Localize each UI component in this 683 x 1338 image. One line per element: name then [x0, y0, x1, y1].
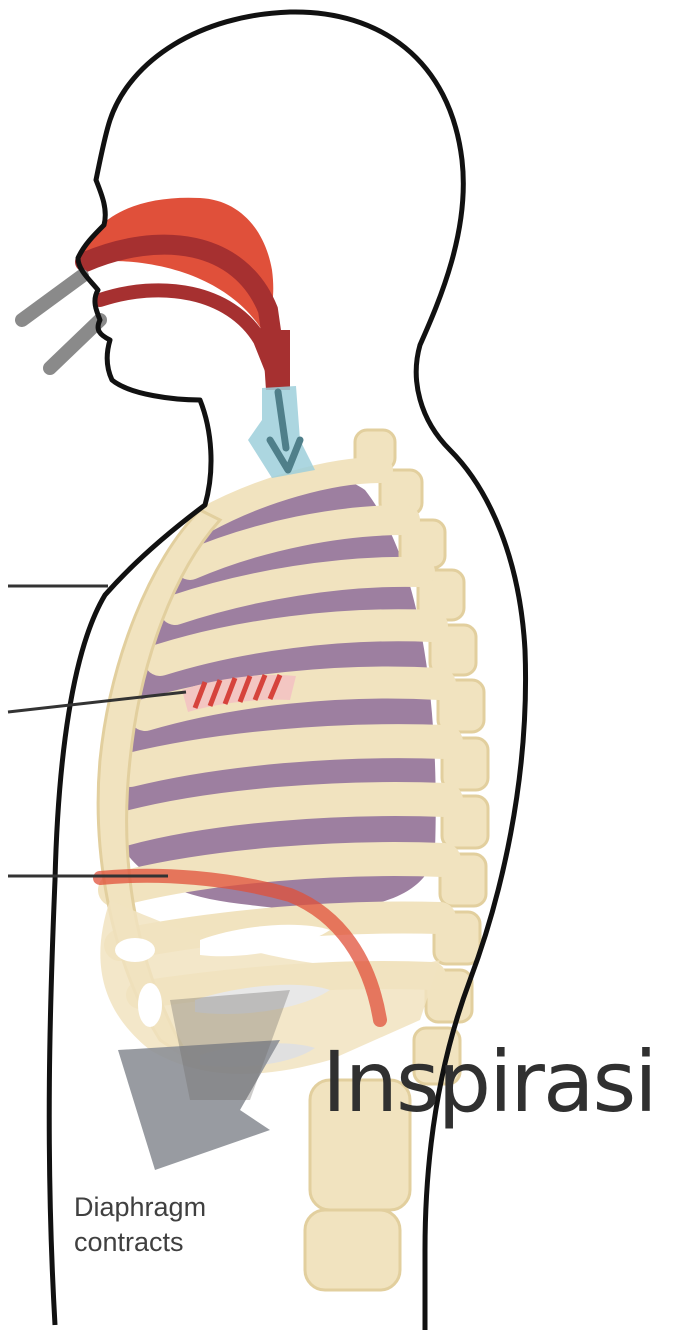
caption-line-1: Diaphragm: [74, 1190, 206, 1225]
diaphragm-caption: Diaphragm contracts: [74, 1190, 206, 1260]
figure-title: Inspirasi: [322, 1032, 656, 1132]
mouth-tube: [50, 320, 100, 368]
caption-line-2: contracts: [74, 1225, 206, 1260]
nose-tube: [22, 276, 82, 320]
pharynx: [262, 330, 290, 390]
